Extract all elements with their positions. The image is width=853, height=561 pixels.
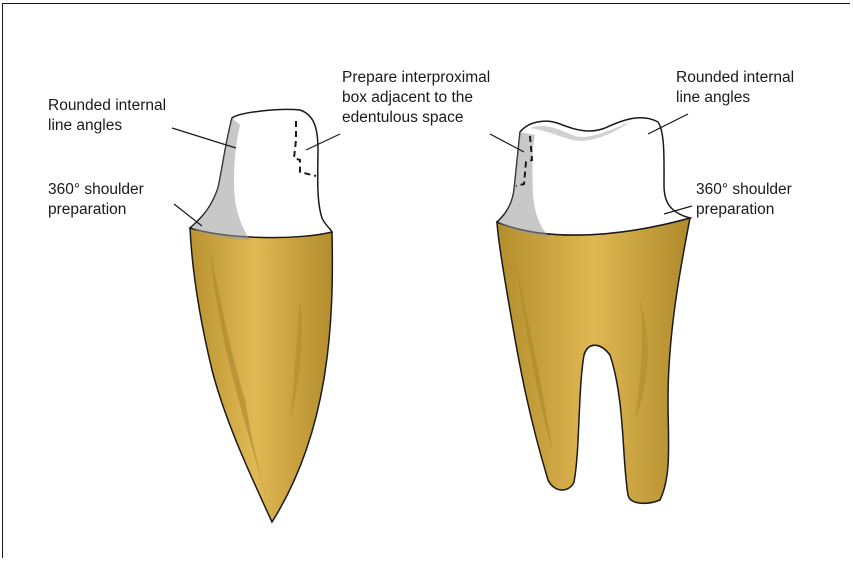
leader-left-internal — [172, 128, 236, 148]
right-internal-line-angles-label: Rounded internal line angles — [676, 68, 794, 108]
left-tooth — [190, 109, 332, 522]
left-internal-line-angles-label: Rounded internal line angles — [48, 96, 166, 136]
leader-left-shoulder — [174, 204, 202, 226]
right-tooth-root — [497, 218, 690, 503]
right-tooth — [497, 118, 690, 504]
right-shoulder-preparation-label: 360° shoulder preparation — [696, 180, 792, 220]
left-shoulder-preparation-label: 360° shoulder preparation — [48, 180, 144, 220]
interproximal-box-label: Prepare interproximal box adjacent to th… — [342, 68, 490, 128]
